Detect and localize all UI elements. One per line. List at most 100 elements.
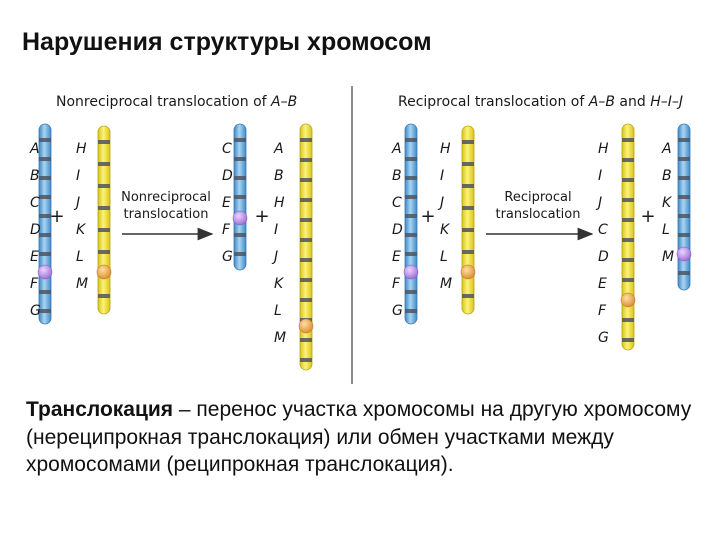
- chromosome-nonreciprocal-after-blue: [232, 123, 248, 271]
- chromosome-reciprocal-before-yellow-band: [462, 250, 474, 254]
- chromosome-reciprocal-after-yellow-band: [622, 218, 634, 222]
- chromosome-reciprocal-after-blue-body: [677, 123, 691, 291]
- label-p1-before-blue-g: G: [30, 303, 41, 319]
- chromosome-nonreciprocal-after-blue-band: [234, 252, 246, 256]
- chromosome-reciprocal-after-yellow-band: [622, 138, 634, 142]
- label-p2-before-yellow-l: L: [440, 249, 448, 265]
- chromosome-nonreciprocal-before-yellow-band: [98, 250, 110, 254]
- chromosome-nonreciprocal-before-yellow-centromere: [96, 264, 112, 280]
- label-p2-before-yellow-i: I: [440, 168, 444, 184]
- label-p2-after-yellow-d: D: [598, 249, 609, 265]
- label-p1-before-blue-e: E: [30, 249, 39, 265]
- chromosome-nonreciprocal-after-blue-band: [234, 195, 246, 199]
- label-p2-after-blue-m: M: [662, 249, 674, 265]
- chromosome-nonreciprocal-before-yellow-band: [98, 294, 110, 298]
- caption-text: – перенос участка хромосомы на другую хр…: [26, 398, 692, 477]
- label-p2-after-yellow-h: H: [598, 141, 609, 157]
- chromosome-nonreciprocal-after-yellow-centromere: [298, 318, 314, 334]
- arrow-label-reciprocal-line1: Reciprocal: [504, 190, 571, 205]
- chromosome-nonreciprocal-after-blue-band: [234, 233, 246, 237]
- chromosome-nonreciprocal-before-yellow-band: [98, 206, 110, 210]
- chromosome-nonreciprocal-after-yellow-body: [299, 123, 313, 371]
- chromosome-reciprocal-before-blue-band: [405, 157, 417, 161]
- chromosome-reciprocal-before-blue-band: [405, 290, 417, 294]
- label-p2-after-yellow-j: J: [595, 195, 602, 211]
- chromosome-reciprocal-after-yellow-band: [622, 278, 634, 282]
- label-p2-before-yellow-m: M: [440, 276, 452, 292]
- chromosome-nonreciprocal-after-yellow-band: [300, 338, 312, 342]
- label-p2-before-blue-a: A: [391, 141, 402, 157]
- label-p2-after-blue-b: B: [662, 168, 672, 184]
- arrow-label-reciprocal-line2: translocation: [495, 207, 580, 222]
- label-p2-before-yellow-j: J: [437, 195, 444, 211]
- label-p1-after-blue-d: D: [222, 168, 233, 184]
- chromosome-reciprocal-after-yellow-centromere: [620, 292, 636, 308]
- label-p1-before-blue-a: A: [29, 141, 40, 157]
- label-p1-after-yellow-j: J: [271, 249, 278, 265]
- chromosome-reciprocal-after-yellow-band: [622, 198, 634, 202]
- label-p2-after-blue-a: A: [661, 141, 672, 157]
- plus-sign-reciprocal-before: +: [420, 206, 435, 227]
- label-p2-after-yellow-c: C: [598, 222, 608, 238]
- chromosome-reciprocal-after-yellow-band: [622, 338, 634, 342]
- panel-title-reciprocal: Reciprocal translocation of A–B and H–I–…: [398, 94, 683, 110]
- label-p1-before-yellow-h: H: [76, 141, 87, 157]
- chromosome-reciprocal-before-blue-band: [405, 252, 417, 256]
- label-p1-before-blue-d: D: [30, 222, 41, 238]
- label-p1-after-yellow-h: H: [274, 195, 285, 211]
- label-p1-before-blue-f: F: [30, 276, 39, 292]
- chromosome-nonreciprocal-after-blue-band: [234, 138, 246, 142]
- chromosome-reciprocal-before-yellow-band: [462, 162, 474, 166]
- chromosome-reciprocal-after-yellow-band: [622, 158, 634, 162]
- plus-sign-reciprocal-after: +: [640, 206, 655, 227]
- label-p1-before-yellow-j: J: [73, 195, 80, 211]
- chromosome-reciprocal-after-blue-band: [678, 214, 690, 218]
- label-p1-after-blue-e: E: [222, 195, 231, 211]
- chromosome-reciprocal-after-yellow-body: [621, 123, 635, 351]
- chromosome-nonreciprocal-before-blue: [37, 123, 53, 325]
- label-p2-after-blue-l: L: [662, 222, 670, 238]
- chromosome-nonreciprocal-after-yellow-band: [300, 198, 312, 202]
- chromosome-nonreciprocal-after-yellow-band: [300, 158, 312, 162]
- chromosome-nonreciprocal-after-blue-band: [234, 157, 246, 161]
- chromosome-reciprocal-after-blue-band: [678, 176, 690, 180]
- chromosome-nonreciprocal-before-yellow-band: [98, 162, 110, 166]
- label-p1-after-yellow-a: A: [273, 141, 284, 157]
- chromosome-reciprocal-before-yellow-band: [462, 140, 474, 144]
- chromosome-nonreciprocal-after-yellow-band: [300, 298, 312, 302]
- label-p1-after-yellow-b: B: [274, 168, 284, 184]
- chromosome-nonreciprocal-after-blue-band: [234, 176, 246, 180]
- chromosome-reciprocal-before-yellow-body: [461, 125, 475, 315]
- label-p1-after-blue-c: C: [222, 141, 232, 157]
- label-p2-after-yellow-f: F: [598, 303, 607, 319]
- chromosome-nonreciprocal-before-yellow: [96, 125, 112, 315]
- chromosome-nonreciprocal-before-blue-band: [39, 138, 51, 142]
- chromosome-nonreciprocal-after-yellow-band: [300, 358, 312, 362]
- chromosome-reciprocal-before-yellow-centromere: [460, 264, 476, 280]
- chromosome-reciprocal-after-blue-band: [678, 138, 690, 142]
- chromosome-nonreciprocal-before-blue-centromere: [37, 264, 53, 280]
- chromosome-reciprocal-before-blue-band: [405, 138, 417, 142]
- label-p1-after-yellow-k: K: [274, 276, 285, 292]
- chromosome-nonreciprocal-before-blue-band: [39, 233, 51, 237]
- chromosome-nonreciprocal-before-yellow-body: [97, 125, 111, 315]
- chromosome-reciprocal-before-yellow: [460, 125, 476, 315]
- label-p2-before-blue-e: E: [392, 249, 401, 265]
- chromosome-nonreciprocal-after-yellow-band: [300, 178, 312, 182]
- chromosome-reciprocal-after-yellow-band: [622, 238, 634, 242]
- label-p2-before-blue-f: F: [392, 276, 401, 292]
- chromosome-nonreciprocal-after-yellow-band: [300, 138, 312, 142]
- chromosome-reciprocal-after-blue-band: [678, 157, 690, 161]
- chromosome-reciprocal-after-blue-band: [678, 271, 690, 275]
- label-p1-before-yellow-m: M: [76, 276, 88, 292]
- chromosome-reciprocal-after-blue-band: [678, 195, 690, 199]
- chromosome-reciprocal-before-blue-band: [405, 195, 417, 199]
- label-p1-before-blue-c: C: [30, 195, 40, 211]
- label-p2-before-blue-g: G: [392, 303, 403, 319]
- caption: Транслокация – перенос участка хромосомы…: [26, 396, 696, 479]
- chromosome-reciprocal-after-yellow-band: [622, 178, 634, 182]
- panel-title-nonreciprocal: Nonreciprocal translocation of A–B: [56, 94, 297, 110]
- chromosome-reciprocal-after-blue-band: [678, 233, 690, 237]
- chromosome-nonreciprocal-before-blue-band: [39, 195, 51, 199]
